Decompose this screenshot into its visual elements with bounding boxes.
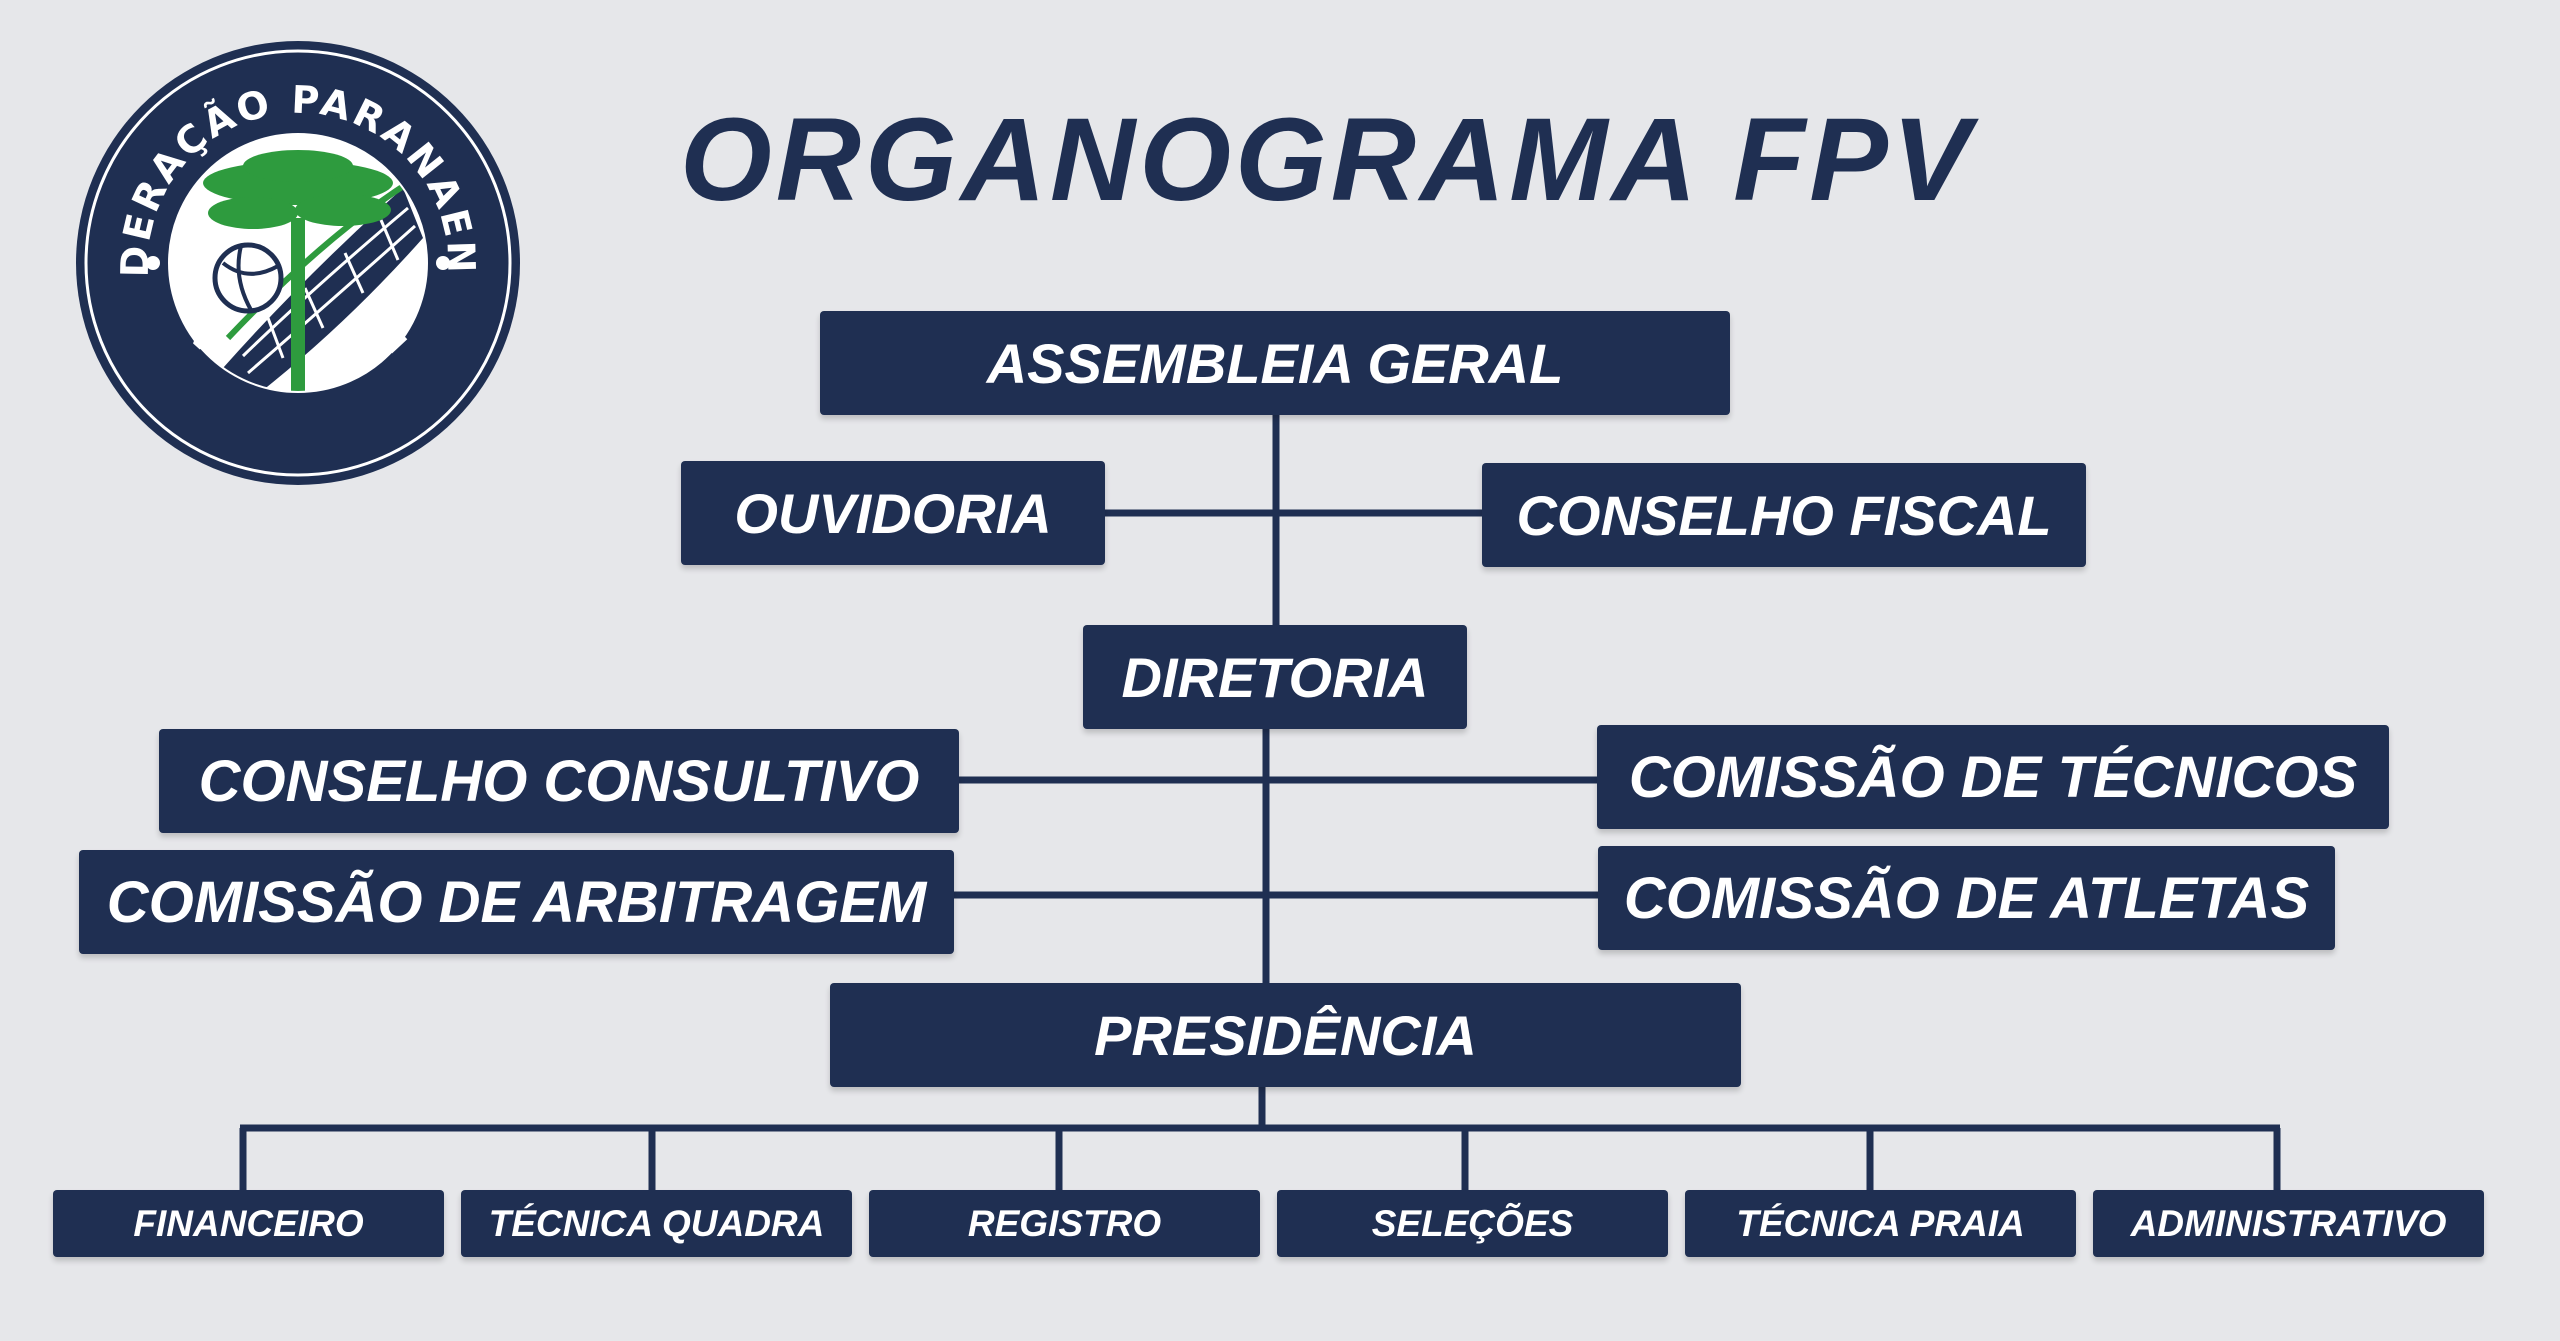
assembleia-geral-box: ASSEMBLEIA GERAL [820,311,1730,415]
volleyball-icon [212,242,284,314]
conselho-fiscal-box: CONSELHO FISCAL [1482,463,2086,567]
araucaria-tree-icon [203,150,393,391]
department-box: TÉCNICA QUADRA [461,1190,852,1257]
department-box: FINANCEIRO [53,1190,444,1257]
diretoria-box: DIRETORIA [1083,625,1467,729]
department-box: SELEÇÕES [1277,1190,1668,1257]
comissao-tecnicos-box: COMISSÃO DE TÉCNICOS [1597,725,2389,829]
conselho-consultivo-box: CONSELHO CONSULTIVO [159,729,959,833]
comissao-arbitragem-box: COMISSÃO DE ARBITRAGEM [79,850,954,954]
comissao-atletas-box: COMISSÃO DE ATLETAS [1598,846,2335,950]
page-title: ORGANOGRAMA FPV [680,94,1975,226]
department-box: REGISTRO [869,1190,1260,1257]
fpv-logo: FEDERAÇÃO PARANAENSE VOLEIBOL [73,38,520,485]
department-box: TÉCNICA PRAIA [1685,1190,2076,1257]
presidencia-box: PRESIDÊNCIA [830,983,1741,1087]
ouvidoria-box: OUVIDORIA [681,461,1105,565]
department-box: ADMINISTRATIVO [2093,1190,2484,1257]
volleyball-net-icon [223,180,423,391]
